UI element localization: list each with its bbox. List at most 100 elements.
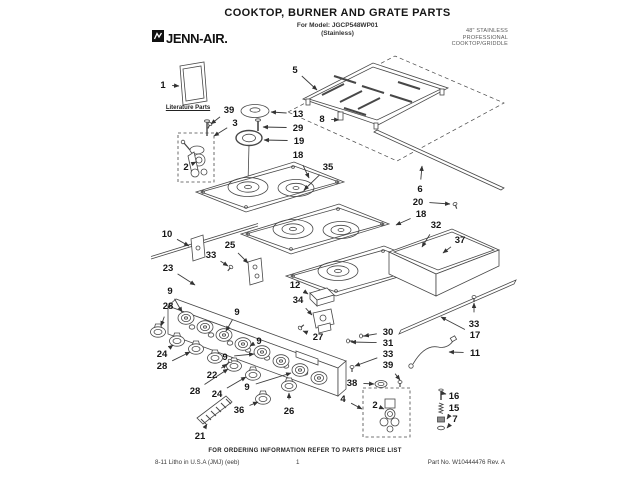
side-rail [373,129,505,191]
part-number-8: 8 [319,114,324,125]
spark-switch [312,308,335,334]
leader-arrow [255,372,292,385]
leader-arrow [234,352,255,357]
leader-arrow [429,201,451,206]
part-number-30: 30 [383,327,394,338]
part-number-33: 33 [383,349,394,360]
brand-logo: JENN-AIR. [152,29,228,47]
part-number-13: 13 [293,109,304,120]
hinge-bracket [247,257,264,286]
burner-module-2 [239,203,391,255]
part-number-17: 17 [470,330,481,341]
part-number-3: 3 [232,118,237,129]
part-number-line: Part No. W10444476 Rev. A [427,459,505,466]
leader-arrow [221,363,228,369]
leader-arrow [237,252,249,264]
part-number-24: 24 [157,349,168,360]
part-number-1: 1 [160,80,166,91]
leader-arrow [160,316,165,327]
part-number-9: 9 [256,336,261,347]
clip-bracket [309,287,335,307]
leader-arrow [363,381,375,386]
part-number-4: 4 [340,394,346,405]
ordering-note: FOR ORDERING INFORMATION REFER TO PARTS … [208,448,402,454]
part-number-6: 6 [417,184,422,195]
brand-name: JENN-AIR. [166,30,228,46]
leader-arrow [446,413,452,420]
leader-arrow [331,117,340,122]
igniter-assembly-left [180,119,210,178]
part-number-28: 28 [163,301,174,312]
leader-arrow [176,238,190,247]
leader-arrow [172,351,191,362]
part-number-19: 19 [294,136,305,147]
retainer-ring [374,380,388,388]
part-number-18: 18 [293,150,304,161]
part-number-26: 26 [284,406,295,417]
leader-arrow [249,401,259,406]
part-number-34: 34 [293,295,304,306]
front-rail [398,279,517,335]
part-number-28: 28 [190,386,201,397]
leader-arrow [350,402,363,410]
part-number-33: 33 [206,250,217,261]
model-line: For Model: JGCP548WP01 [296,22,379,29]
part-number-22: 22 [207,370,218,381]
leader-arrow [419,165,424,180]
leader-arrow [190,161,197,167]
grate-foot [439,88,445,96]
finish-line: (Stainless) [321,30,354,37]
leader-arrow [204,368,229,385]
part-number-24: 24 [212,389,223,400]
leader-arrow [302,330,309,335]
part-number-38: 38 [347,378,358,389]
leader-arrow [174,298,183,313]
griddle-tray [387,228,501,297]
part-number-29: 29 [293,123,304,134]
leader-arrow [302,164,310,179]
leader-arrow [394,373,401,381]
part-number-5: 5 [292,65,298,76]
leader-arrow [305,307,313,316]
grate-foot [305,98,311,106]
part-number-18: 18 [416,209,427,220]
burner-cap-screw [255,118,261,131]
part-number-9: 9 [167,286,172,297]
leader-arrow [172,83,180,88]
igniter-wire [408,335,458,369]
leader-arrow [177,273,196,286]
grate-foot [373,122,379,130]
part-number-28: 28 [157,361,168,372]
leader-arrow [303,174,321,191]
leader-arrow [446,422,452,429]
part-number-37: 37 [455,235,466,246]
leader-arrow [220,260,229,267]
part-number-33: 33 [469,319,480,330]
leader-arrow [210,116,221,125]
leader-arrow [202,423,208,430]
part-number-25: 25 [225,240,236,251]
part-number-9: 9 [244,382,249,393]
leader-arrow [213,127,228,137]
leader-arrow [363,332,377,338]
igniter-box-outline-2 [362,387,411,438]
part-number-32: 32 [431,220,442,231]
part-number-39: 39 [383,360,394,371]
leader-arrow [350,339,377,345]
part-number-2: 2 [183,162,188,173]
leader-arrow [395,218,411,226]
product-line-2: PROFESSIONAL [462,34,508,41]
leader-arrow [440,316,466,330]
leader-arrow [226,376,247,389]
part-number-16: 16 [449,391,460,402]
part-number-12: 12 [290,280,301,291]
product-line-1: 48" STAINLESS [465,28,508,34]
burner-cap [240,104,270,118]
orifice-parts [437,388,445,431]
leader-arrow [270,110,287,115]
leader-arrow [354,357,378,367]
rail-screw [452,201,460,210]
